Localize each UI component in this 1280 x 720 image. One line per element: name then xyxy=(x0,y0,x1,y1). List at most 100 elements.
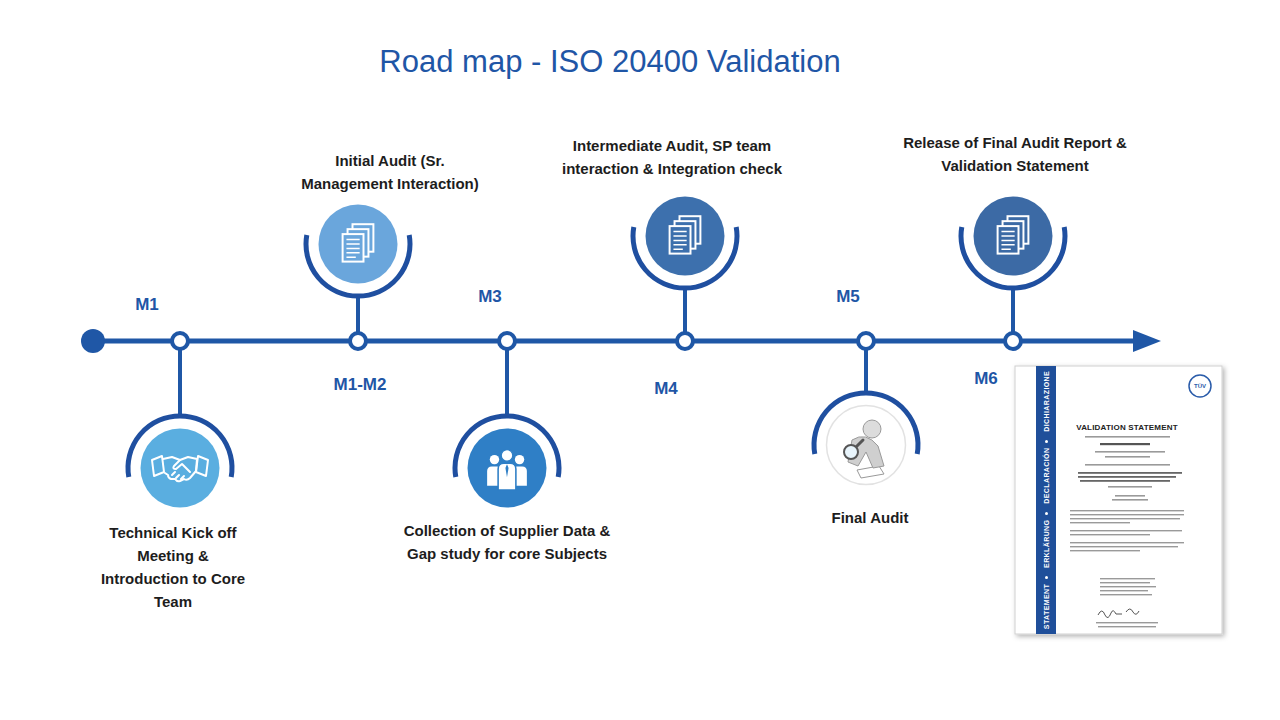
paper-sheet xyxy=(857,466,884,478)
milestone-label: M1-M2 xyxy=(334,375,387,395)
fine-print-line xyxy=(1098,626,1156,627)
milestone-text: Initial Audit (Sr. Management Interactio… xyxy=(290,149,490,195)
milestone-caption: Final Audit xyxy=(795,506,945,529)
milestone-label: M5 xyxy=(836,287,860,307)
node-circle xyxy=(973,196,1053,276)
milestone-node: Final Audit xyxy=(826,405,906,485)
node-circle xyxy=(826,405,906,485)
milestone-dot xyxy=(350,333,366,349)
stem-line xyxy=(178,341,182,416)
milestone-text: Release of Final Audit Report & Validati… xyxy=(898,131,1133,177)
milestone-dot xyxy=(172,333,188,349)
fine-print-line xyxy=(1096,622,1158,623)
fine-print-line xyxy=(1108,486,1152,488)
fine-print-line xyxy=(1095,451,1165,453)
fine-print-line xyxy=(1100,443,1150,445)
milestone-dot xyxy=(1005,333,1021,349)
fine-print-line xyxy=(1070,534,1150,535)
milestone-node: Intermediate Audit, SP team interaction … xyxy=(645,196,725,276)
fine-print-line xyxy=(1078,476,1176,478)
fine-print-line xyxy=(1112,499,1148,501)
node-circle xyxy=(467,428,547,508)
milestone-caption: Collection of Supplier Data & Gap study … xyxy=(400,519,615,565)
band-item: DICHIARAZIONE xyxy=(1043,371,1050,443)
milestone-caption: Intermediate Audit, SP team interaction … xyxy=(522,134,822,180)
band-bullet xyxy=(1045,576,1048,579)
certificate-sheet xyxy=(1015,366,1222,634)
certificate-band-word: STATEMENT xyxy=(1043,584,1050,629)
node-circle xyxy=(645,196,725,276)
magnifier-lens xyxy=(844,445,858,459)
icon-circle xyxy=(319,205,398,284)
certificate-heading: VALIDATION STATEMENT xyxy=(1076,423,1178,432)
icon-circle xyxy=(827,406,906,485)
handshake-icon xyxy=(152,456,208,481)
fine-print-line xyxy=(1100,594,1152,595)
milestone-caption: Technical Kick off Meeting & Introductio… xyxy=(98,521,248,613)
milestone-dot xyxy=(677,333,693,349)
auditor-figure xyxy=(844,420,884,478)
milestone-node: Initial Audit (Sr. Management Interactio… xyxy=(318,204,398,284)
icon-circle xyxy=(646,197,725,276)
certificate-band-word: ERKLÄRUNG xyxy=(1043,520,1050,568)
milestone-caption: Release of Final Audit Report & Validati… xyxy=(898,131,1133,177)
fine-print-line xyxy=(1070,510,1184,511)
fine-print-line xyxy=(1070,550,1140,551)
fine-print-line xyxy=(1078,472,1182,474)
fine-print-line xyxy=(1070,518,1180,519)
milestone-label: M4 xyxy=(654,379,678,399)
node-circle xyxy=(140,428,220,508)
fine-print-line xyxy=(1100,582,1150,583)
band-item: STATEMENT xyxy=(1043,584,1050,629)
band-item: DECLARACIÓN xyxy=(1043,448,1050,515)
band-item: ERKLÄRUNG xyxy=(1043,520,1050,579)
certificate-band-word: DICHIARAZIONE xyxy=(1043,371,1050,432)
document-icon xyxy=(343,224,374,261)
milestone-label: M1 xyxy=(135,295,159,315)
certificate-band-word: DECLARACIÓN xyxy=(1043,448,1050,504)
certificate-band xyxy=(1036,366,1056,634)
node-circle xyxy=(318,204,398,284)
document-icon xyxy=(998,216,1029,253)
milestone-node: Technical Kick off Meeting & Introductio… xyxy=(140,428,220,508)
icon-circle xyxy=(974,197,1053,276)
fine-print-line xyxy=(1100,578,1155,579)
timeline-arrowhead xyxy=(1133,330,1161,352)
signature-mark xyxy=(1098,609,1139,618)
fine-print-line xyxy=(1070,522,1130,523)
milestone-dot xyxy=(499,333,515,349)
milestone-label: M3 xyxy=(478,287,502,307)
fine-print-line xyxy=(1100,590,1148,591)
icon-circle xyxy=(468,429,547,508)
milestone-node: Release of Final Audit Report & Validati… xyxy=(973,196,1053,276)
certificate-band-text: STATEMENT ERKLÄRUNG DECLARACIÓN DICHIARAZIO… xyxy=(1036,366,1056,634)
fine-print-line xyxy=(1085,464,1170,466)
milestone-text: Technical Kick off Meeting & Introductio… xyxy=(98,521,248,613)
band-bullet xyxy=(1045,440,1048,443)
milestone-text: Final Audit xyxy=(795,506,945,529)
fine-print-line xyxy=(1070,530,1182,531)
fine-print-line xyxy=(1115,495,1145,497)
fine-print xyxy=(1070,436,1184,627)
page-title: Road map - ISO 20400 Validation xyxy=(310,44,910,80)
timeline-start xyxy=(81,329,105,353)
milestone-label: M6 xyxy=(974,369,998,389)
fine-print-line xyxy=(1100,586,1156,587)
milestone-node: Collection of Supplier Data & Gap study … xyxy=(467,428,547,508)
magnifier-handle xyxy=(856,440,863,447)
fine-print-line xyxy=(1070,546,1178,547)
milestone-text: Collection of Supplier Data & Gap study … xyxy=(400,519,615,565)
milestone-text: Intermediate Audit, SP team interaction … xyxy=(522,134,822,180)
icon-circle xyxy=(141,429,220,508)
fine-print-line xyxy=(1085,436,1170,438)
timeline-line xyxy=(93,339,1140,344)
certificate-logo-text: TÜV xyxy=(1194,383,1206,389)
milestone-dot xyxy=(858,333,874,349)
fine-print-line xyxy=(1070,514,1184,515)
fine-print-line xyxy=(1105,456,1150,458)
